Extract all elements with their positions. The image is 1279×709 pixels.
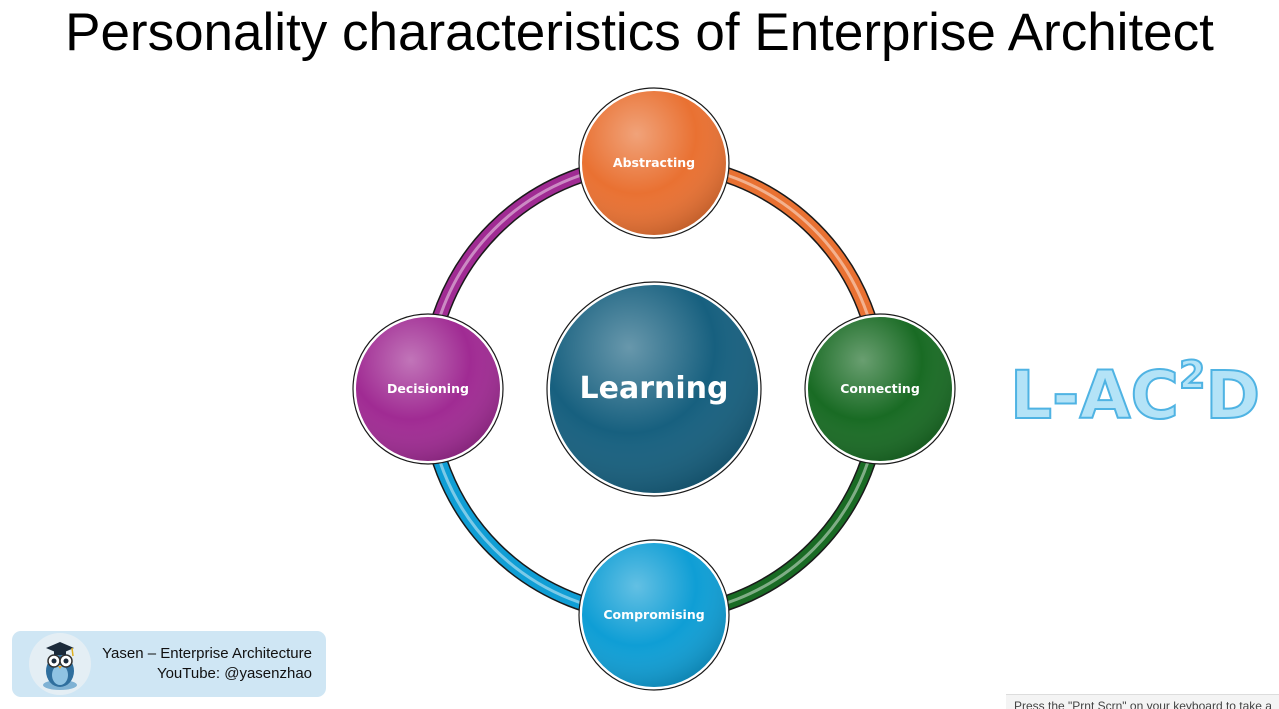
author-youtube-handle: YouTube: @yasenzhao	[156, 665, 312, 682]
brand-logo-superscript: 2	[1179, 353, 1205, 397]
brand-logo-prefix: L-AC	[1010, 357, 1179, 432]
slide-title: Personality characteristics of Enterpris…	[65, 3, 1214, 62]
node-compromising-gloss	[582, 543, 726, 687]
owl-avatar-graphic	[43, 642, 77, 690]
node-abstracting: Abstracting	[578, 87, 730, 239]
node-compromising-label: Compromising	[603, 607, 704, 622]
author-badge: Yasen – Enterprise Architecture YouTube:…	[12, 631, 326, 697]
author-badge-text: Yasen – Enterprise Architecture YouTube:…	[98, 644, 312, 684]
node-abstracting-gloss	[582, 91, 726, 235]
center-node-label: Learning	[580, 371, 729, 406]
center-node-gloss	[550, 285, 758, 493]
screenshot-hint-toast[interactable]: Press the "Prnt Scrn" on your keyboard t…	[1006, 694, 1279, 709]
node-abstracting-label: Abstracting	[613, 155, 695, 170]
owl-graduate-icon	[29, 633, 91, 695]
brand-logo-suffix: D	[1205, 357, 1260, 432]
node-decisioning: Decisioning	[352, 313, 504, 465]
brand-logo-text: L-AC2D	[1010, 353, 1260, 432]
center-node: Learning	[546, 281, 762, 497]
brand-logo-graphic: L-AC2D	[1010, 352, 1260, 432]
node-connecting-gloss	[808, 317, 952, 461]
node-compromising: Compromising	[578, 539, 730, 691]
node-connecting-label: Connecting	[840, 381, 920, 396]
node-connecting: Connecting	[804, 313, 956, 465]
brand-logo: L-AC2D	[1010, 352, 1260, 432]
author-name: Yasen – Enterprise Architecture	[102, 645, 312, 662]
node-decisioning-gloss	[356, 317, 500, 461]
node-decisioning-label: Decisioning	[387, 381, 469, 396]
